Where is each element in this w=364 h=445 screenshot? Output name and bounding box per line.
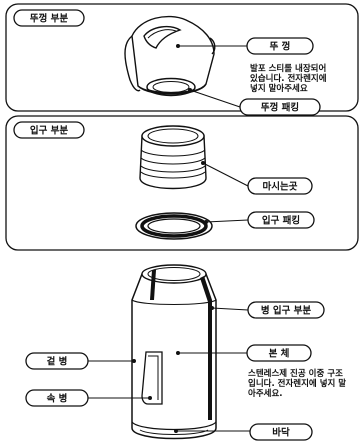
outer-bottle-leader-dot — [132, 359, 136, 363]
bottle-mouth-leader-line — [211, 307, 249, 311]
mouth-gasket-illustration — [135, 212, 213, 240]
main-body-leader-dot — [176, 351, 180, 355]
bottom-label-pill — [249, 423, 313, 441]
bottle-mouth-leader-dot — [210, 306, 214, 310]
lid-section: 뚜껑 부분 뚜 껑 발포 스티롤 내장되어 있습니다. 전자렌지에 넣지 말아주… — [5, 3, 359, 116]
inner-bottle-leader-dot — [148, 396, 152, 400]
lid-gasket-label-pill — [239, 98, 321, 116]
mouth-gasket-leader-dot — [204, 220, 208, 224]
lid-label-pill — [246, 37, 314, 55]
body-note: 스텐레스제 진공 이중 구조 입니다. 전자렌지에 넣지 말 아주세요. — [248, 368, 349, 399]
bottom-label: 바닥 — [272, 427, 290, 439]
mouth-section-title: 입구 부분 — [30, 125, 69, 137]
mouth-gasket-label-pill — [247, 211, 315, 229]
lid-note-line-2: 있습니다. 전자렌지에 — [250, 73, 327, 84]
lid-leader-dot — [176, 44, 180, 48]
lid-gasket-illustration — [146, 77, 196, 97]
mouth-section-frame — [5, 115, 359, 251]
main-body-label: 본 체 — [269, 348, 290, 360]
lid-note: 발포 스티롤 내장되어 있습니다. 전자렌지에 넣지 말아주세요 — [250, 63, 330, 94]
bottle-illustration — [131, 264, 217, 440]
lid-gasket-leader-line — [189, 89, 241, 108]
body-note-line-2: 입니다. 전자렌지에 넣지 말 — [248, 378, 346, 389]
lid-section-title-pill — [13, 9, 85, 27]
drinking-spout-illustration — [139, 125, 207, 190]
lid-note-line-3: 넣지 말아주세요 — [250, 83, 308, 94]
bottle-mouth-label-pill — [247, 301, 325, 319]
mouth-section-title-pill — [13, 121, 85, 139]
bottom-leader-dot — [174, 429, 178, 433]
lid-note-line-1: 발포 스티롤 내장되어 — [250, 63, 326, 74]
lid-label: 뚜 껑 — [270, 41, 291, 53]
drinking-spout-label: 마시는곳 — [263, 181, 298, 193]
mouth-gasket-label: 입구 패킹 — [262, 215, 300, 227]
lid-illustration — [124, 15, 216, 95]
drinking-spout-leader-line — [202, 162, 249, 187]
main-body-label-pill — [246, 344, 312, 362]
body-section: 병 입구 부분 본 체 스텐레스제 진공 이중 구조 입니다. 전자렌지에 넣지… — [25, 264, 349, 441]
outer-bottle-label: 겉 병 — [47, 356, 68, 368]
lid-section-title: 뚜껑 부분 — [30, 13, 69, 25]
drinking-spout-leader-dot — [201, 161, 205, 165]
lid-gasket-label: 뚜껑 패킹 — [261, 102, 299, 114]
body-note-line-1: 스텐레스제 진공 이중 구조 — [248, 368, 343, 379]
drinking-spout-label-pill — [247, 177, 313, 195]
bottle-mouth-label: 병 입구 부분 — [261, 305, 312, 317]
mouth-gasket-leader-line — [205, 219, 249, 223]
lid-section-frame — [5, 3, 359, 112]
body-note-line-3: 아주세요. — [248, 388, 283, 399]
lid-gasket-leader-dot — [188, 88, 192, 92]
inner-bottle-label: 속 병 — [47, 393, 68, 405]
mouth-section: 입구 부분 마시는곳 입구 패킹 — [5, 115, 359, 251]
